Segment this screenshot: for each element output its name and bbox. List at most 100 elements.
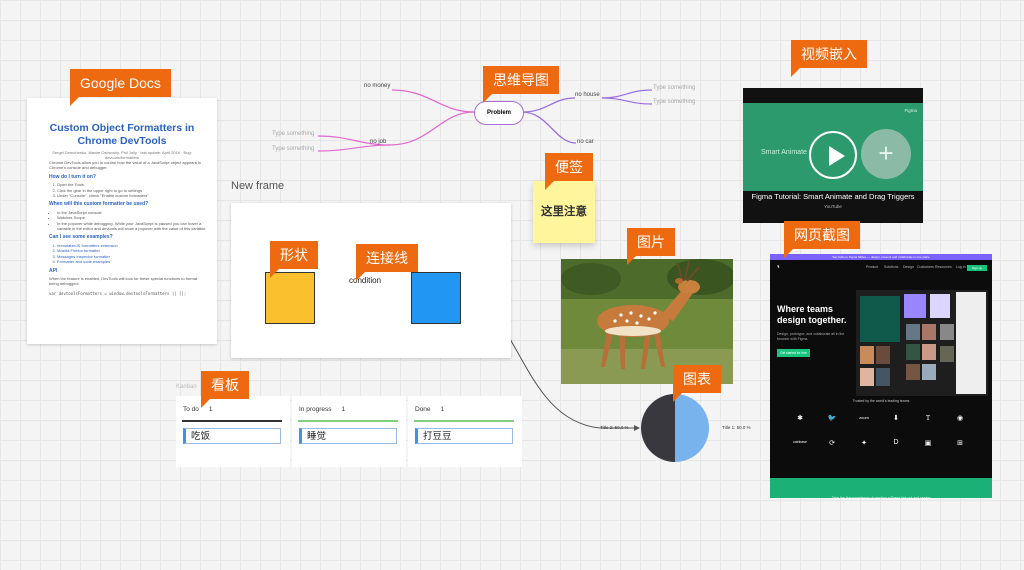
kanban-column-done[interactable]: Done 1 打豆豆 — [408, 396, 522, 467]
kanban-column-in-progress[interactable]: In progress 1 睡觉 — [292, 396, 406, 467]
site-nav-item[interactable]: Solutions — [884, 265, 899, 269]
mockup-illustration — [856, 290, 988, 396]
pie-chart[interactable] — [640, 393, 710, 463]
kanban-column-count: 1 — [341, 406, 346, 413]
kanban-card[interactable]: 吃饭 — [183, 428, 281, 444]
mindmap-placeholder-node[interactable]: Type something — [653, 85, 696, 91]
doc-step: Under "Console", check "Enable custom fo… — [57, 193, 207, 198]
mindmap-placeholder-node[interactable]: Type something — [272, 146, 315, 152]
tag-webpage[interactable]: 网页截图 — [784, 221, 860, 258]
shape-blue-square[interactable] — [411, 272, 461, 324]
kanban-column-title: Done — [415, 406, 431, 413]
branch-no-job — [389, 111, 475, 146]
dropbox-logo-icon: ⬇ — [893, 415, 899, 422]
mindmap-placeholder-node[interactable]: Type something — [272, 131, 315, 137]
doc-use: In the JavaScript console — [57, 210, 207, 215]
tag-chart[interactable]: 图表 — [673, 365, 721, 402]
tag-connector[interactable]: 连接线 — [356, 244, 418, 281]
site-nav: ꟻ Product Solutions Design Customers Res… — [770, 262, 992, 274]
site-nav-item[interactable]: Resources — [935, 265, 952, 269]
mindmap-placeholder-node[interactable]: Type something — [653, 99, 696, 105]
doc-example: Mozilla Firefox formatter — [57, 248, 207, 253]
tag-image[interactable]: 图片 — [627, 228, 675, 265]
doc-heading-api: API — [49, 267, 58, 274]
kanban-faint-title: Kanban — [176, 384, 197, 390]
doc-code: var devtoolsFormatters = window.devtools… — [49, 290, 187, 296]
doc-title: Custom Object Formatters in Chrome DevTo… — [49, 122, 195, 147]
airbnb-logo-icon: ⟳ — [829, 440, 835, 447]
site-nav-item[interactable]: Log in — [956, 265, 966, 269]
pie-slice-title-2[interactable] — [641, 394, 675, 462]
webpage-screenshot[interactable]: Say hello to Figma Slides — design, pres… — [770, 254, 992, 498]
mindmap-node-no-money[interactable]: no money — [364, 83, 391, 89]
tag-shape[interactable]: 形状 — [270, 241, 318, 278]
site-top-banner[interactable]: Say hello to Figma Slides — design, pres… — [770, 254, 992, 260]
kanban-column-header: In progress 1 — [299, 406, 345, 413]
doc-heading-3: Can I see some examples? — [49, 234, 113, 241]
connector-to-chart-arrowhead — [634, 425, 640, 431]
video-thumbnail: Figma Smart Animate + — [743, 103, 923, 191]
branch-type-2 — [317, 144, 391, 152]
tag-sticky[interactable]: 便签 — [545, 153, 593, 190]
kanban-column-bar — [182, 420, 282, 422]
connector-label[interactable]: condition — [349, 276, 382, 285]
sticky-note[interactable]: 这里注意 — [533, 181, 595, 243]
site-product-mockup — [856, 290, 988, 396]
branch-no-car — [521, 111, 577, 144]
video-source: YouTube — [824, 204, 842, 209]
zoom-logo-icon: zoom — [859, 415, 869, 420]
shape-yellow-square[interactable] — [265, 272, 315, 324]
doc-api-text: When the feature is enabled, DevTools wi… — [49, 275, 198, 287]
site-nav-item[interactable]: Customers — [917, 265, 934, 269]
twitter-logo-icon: 🐦 — [827, 415, 837, 422]
doc-uses: In the JavaScript console Watches Scope … — [49, 210, 207, 232]
site-signup-button[interactable]: Sign up — [967, 265, 987, 271]
github-logo-icon: ◉ — [956, 415, 964, 422]
video-brand: Figma — [904, 108, 917, 113]
kanban-column-header: Done 1 — [415, 406, 444, 413]
kanban-card[interactable]: 打豆豆 — [415, 428, 513, 444]
branch-no-money — [391, 89, 475, 113]
site-nav-item[interactable]: Product — [866, 265, 879, 269]
deer-image[interactable] — [561, 259, 733, 384]
tag-mind-map[interactable]: 思维导图 — [483, 66, 559, 103]
site-nav-item[interactable]: Design — [903, 265, 914, 269]
tag-google-docs[interactable]: Google Docs — [70, 69, 171, 106]
kanban-column-count: 1 — [440, 406, 445, 413]
play-icon[interactable] — [809, 131, 857, 179]
site-trusted-text: Trusted by the world's leading teams — [852, 399, 910, 403]
mindmap-node-no-car[interactable]: no car — [577, 139, 594, 145]
video-title: Figma Tutorial: Smart Animate and Drag T… — [751, 192, 915, 201]
pie-label-right: Title 1: 50.0 % — [722, 425, 751, 430]
doc-example: ImmutableJS formatters extension — [57, 243, 207, 248]
tag-kanban[interactable]: 看板 — [201, 371, 249, 408]
branch-type-4 — [601, 97, 653, 105]
doc-heading-2: When will this custom formatter be used? — [49, 201, 149, 208]
kanban-column-title: In progress — [299, 406, 332, 413]
site-cta-button[interactable]: Get started for free — [777, 349, 810, 357]
duolingo-logo-icon: D — [893, 439, 899, 446]
coinbase-logo-icon: coinbase — [792, 440, 807, 444]
figma-logo-icon[interactable]: ꟻ — [777, 265, 780, 269]
branch-no-house — [521, 97, 576, 113]
google-doc-embed[interactable]: Custom Object Formatters in Chrome DevTo… — [27, 98, 217, 344]
kanban-column-count: 1 — [208, 406, 213, 413]
pie-slice-title-1[interactable] — [675, 394, 709, 462]
mindmap-center-node[interactable]: Problem — [474, 101, 524, 125]
tag-video[interactable]: 视频嵌入 — [791, 40, 867, 77]
mindmap-node-no-job[interactable]: no job — [370, 139, 387, 145]
doc-use: In the popover while debugging. While yo… — [57, 221, 207, 232]
video-embed[interactable]: Figma Smart Animate + Figma Tutorial: Sm… — [743, 88, 923, 223]
mindmap-node-no-house[interactable]: no house — [575, 92, 600, 98]
doc-meta: Sergei Demchenko, Maxim Ostrovsky, Phil … — [52, 150, 192, 160]
doc-example: Messages Inspector formatter — [57, 254, 207, 259]
site-subheadline: Design, prototype, and collaborate all i… — [777, 332, 845, 341]
frame-title[interactable]: New frame — [231, 180, 285, 192]
doc-heading-1: How do I turn it on? — [49, 173, 96, 180]
doc-examples: ImmutableJS formatters extension Mozilla… — [49, 243, 207, 265]
kanban-card[interactable]: 睡觉 — [299, 428, 397, 444]
slack-logo-icon: ✱ — [797, 415, 803, 422]
